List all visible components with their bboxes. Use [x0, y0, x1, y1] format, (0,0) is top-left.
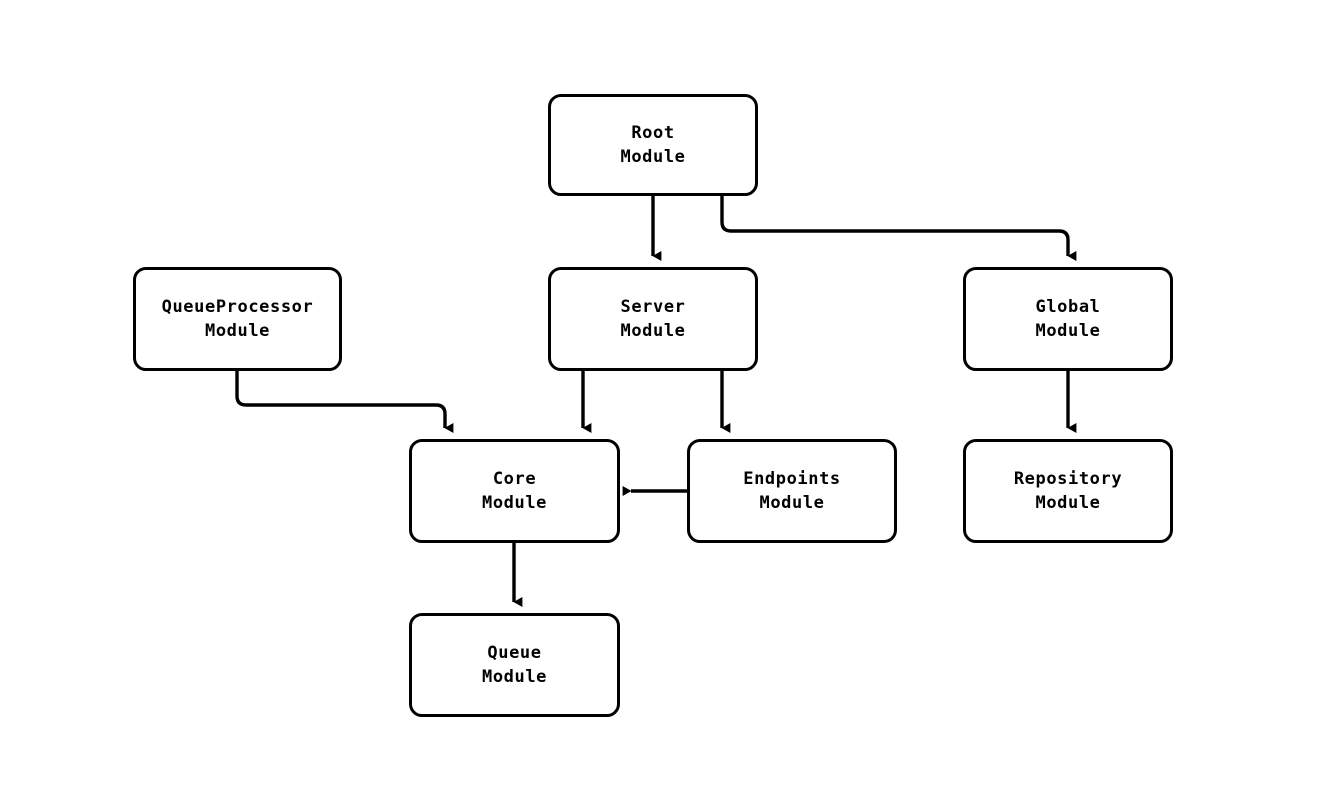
- node-queueprocessor-module-line1: QueueProcessor: [161, 296, 314, 317]
- node-global-module[interactable]: Global Module: [963, 267, 1173, 371]
- node-queueprocessor-module-line2: Module: [204, 321, 270, 341]
- node-endpoints-module-line2: Module: [759, 493, 825, 513]
- node-repository-module-line1: Repository: [1013, 468, 1123, 489]
- node-core-module[interactable]: Core Module: [409, 439, 620, 543]
- edge-root-to-global: [720, 196, 1077, 261]
- edge-queueprocessor-to-core: [235, 371, 454, 433]
- node-global-module-line2: Module: [1035, 321, 1101, 341]
- node-root-module-line1: Root: [631, 122, 675, 143]
- node-server-module-line2: Module: [620, 321, 686, 341]
- node-server-module[interactable]: Server Module: [548, 267, 758, 371]
- node-endpoints-module-line1: Endpoints: [743, 468, 841, 489]
- node-queueprocessor-module[interactable]: QueueProcessor Module: [133, 267, 342, 371]
- node-queue-module[interactable]: Queue Module: [409, 613, 620, 717]
- node-queue-module-line1: Queue: [487, 642, 542, 663]
- node-repository-module-line2: Module: [1035, 493, 1101, 513]
- node-server-module-line1: Server: [620, 296, 686, 317]
- node-queue-module-line2: Module: [481, 667, 547, 687]
- node-repository-module[interactable]: Repository Module: [963, 439, 1173, 543]
- node-root-module-line2: Module: [620, 147, 686, 167]
- node-root-module[interactable]: Root Module: [548, 94, 758, 196]
- node-core-module-line1: Core: [492, 468, 537, 489]
- node-endpoints-module[interactable]: Endpoints Module: [687, 439, 897, 543]
- node-global-module-line1: Global: [1035, 296, 1101, 317]
- node-core-module-line2: Module: [481, 493, 547, 513]
